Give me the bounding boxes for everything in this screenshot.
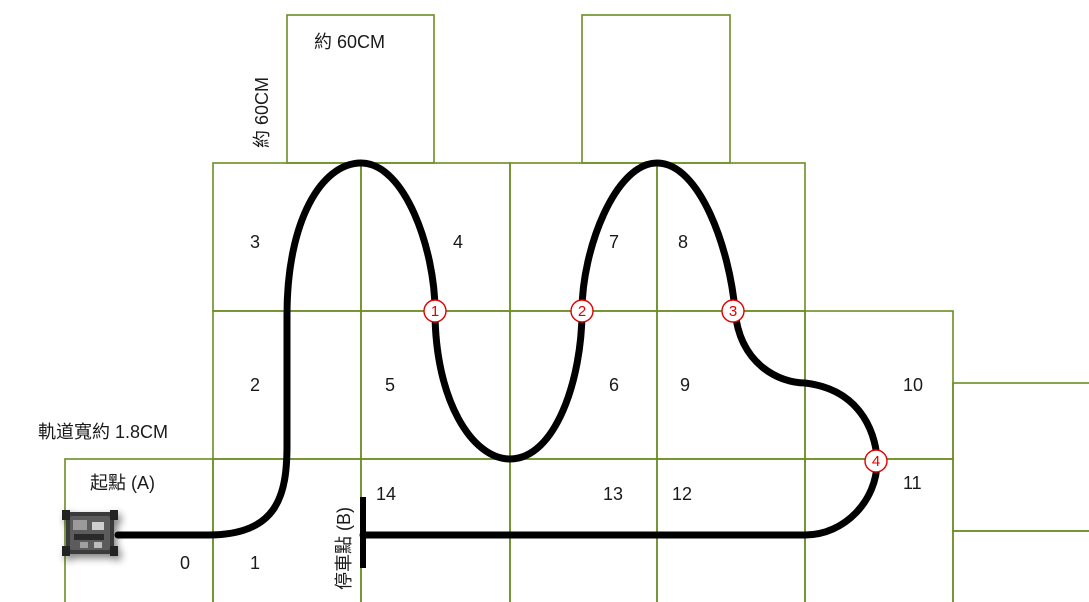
cell-number-4: 4 <box>453 232 463 252</box>
tile-right-ext-upper <box>952 382 1089 532</box>
track-width-label: 軌道寬約 1.8CM <box>38 422 168 442</box>
cell-number-0: 0 <box>180 553 190 573</box>
cell-number-10: 10 <box>903 375 923 395</box>
cell-number-3: 3 <box>250 232 260 252</box>
cell-number-12: 12 <box>672 484 692 504</box>
cell-number-7: 7 <box>609 232 619 252</box>
tile-13 <box>509 458 658 602</box>
cell-number-2: 2 <box>250 375 260 395</box>
checkpoint-4-label: 4 <box>872 453 880 470</box>
checkpoint-1-label: 1 <box>431 303 439 320</box>
width-label-top: 約 60CM <box>314 32 385 52</box>
cell-number-5: 5 <box>385 375 395 395</box>
tile-14 <box>360 458 511 602</box>
tile-12 <box>656 458 806 602</box>
checkpoint-1: 1 <box>423 299 447 323</box>
robot-car-icon <box>62 510 118 556</box>
cell-number-13: 13 <box>603 484 623 504</box>
start-label: 起點 (A) <box>90 473 155 493</box>
cell-number-6: 6 <box>609 375 619 395</box>
checkpoint-4: 4 <box>864 449 888 473</box>
width-label-side: 約 60CM <box>252 77 272 148</box>
checkpoint-2-label: 2 <box>578 303 586 320</box>
tile-top-ext-right <box>581 14 731 164</box>
checkpoint-3-label: 3 <box>729 303 737 320</box>
stop-label: 停車點 (B) <box>334 507 354 590</box>
cell-number-8: 8 <box>678 232 688 252</box>
tile-right-ext-lower <box>952 530 1089 602</box>
checkpoint-2: 2 <box>570 299 594 323</box>
cell-number-9: 9 <box>680 375 690 395</box>
cell-number-14: 14 <box>376 484 396 504</box>
cell-number-11: 11 <box>903 473 922 493</box>
cell-number-1: 1 <box>250 553 260 573</box>
track-line <box>114 159 881 539</box>
checkpoint-3: 3 <box>721 299 745 323</box>
